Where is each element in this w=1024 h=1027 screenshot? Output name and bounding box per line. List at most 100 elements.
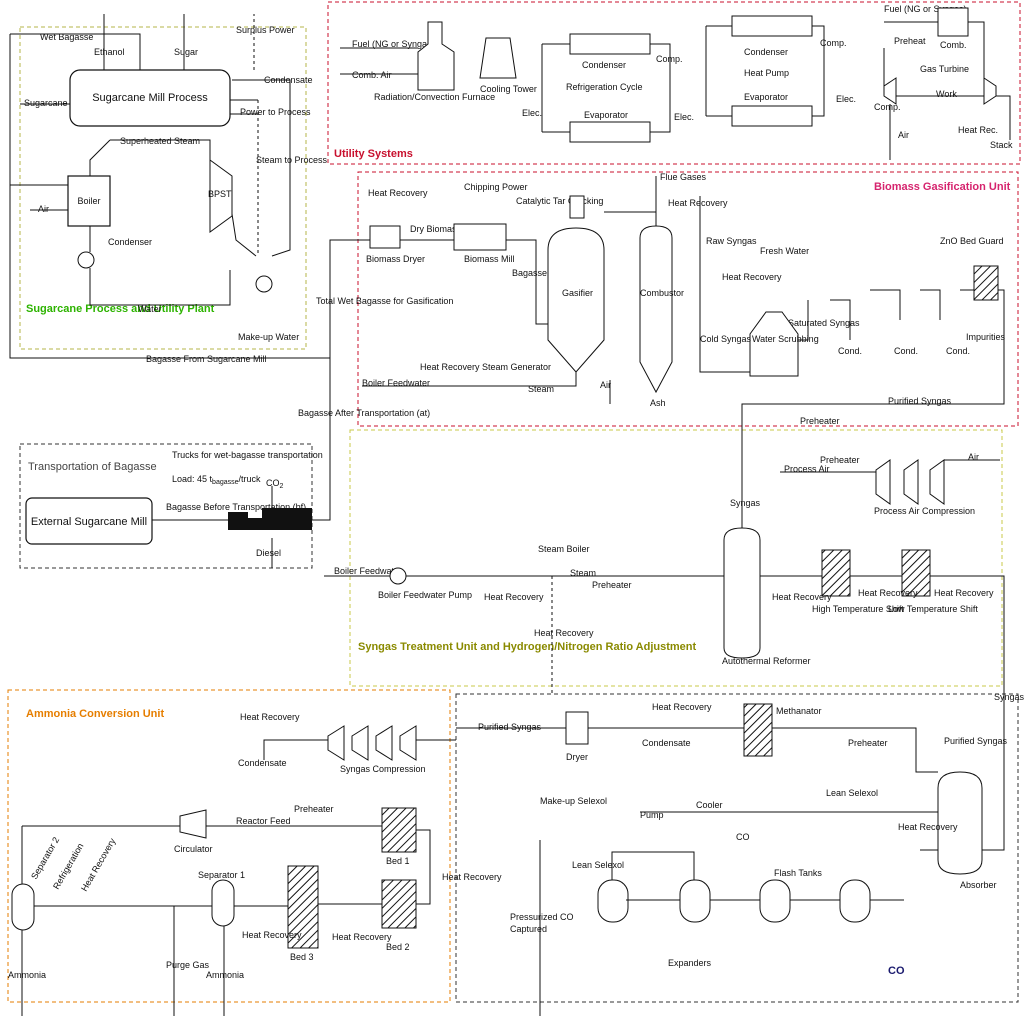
fresh-water-label: Fresh Water: [760, 246, 809, 256]
pump-label: Pump: [640, 810, 664, 820]
cap-syngas-label: Syngas: [994, 692, 1024, 702]
syn-syngas-label: Syngas: [730, 498, 761, 508]
tar-cracking: [569, 195, 585, 219]
combustor: [639, 225, 673, 394]
furnace-label: Radiation/Convection Furnace: [374, 92, 495, 102]
sugar-pump: [77, 251, 95, 269]
bfw-pump: [389, 567, 407, 585]
autothermal-reformer: [723, 527, 761, 659]
hts-reactor: [821, 549, 851, 597]
cold-syngas-label: Cold Syngas: [700, 334, 752, 344]
saturated-label: Saturated Syngas: [788, 318, 860, 328]
boiler-label: Boiler: [77, 196, 100, 206]
steam-label: Steam: [528, 384, 554, 394]
hp-condenser: [731, 15, 813, 37]
bfw-pump-label: Boiler Feedwater Pump: [378, 590, 472, 600]
cap-co2-label: CO: [736, 832, 750, 842]
preheat-label: Preheat: [894, 36, 926, 46]
syn-air-label: Air: [968, 452, 979, 462]
refrig-evaporator: [569, 121, 651, 143]
combustor-label: Combustor: [640, 288, 684, 298]
ammonia-label-2: Ammonia: [8, 970, 46, 980]
cap-heat-recovery2-label: Heat Recovery: [898, 822, 958, 832]
syn-preheater2-label: Preheater: [592, 580, 632, 590]
separator-1: [211, 879, 235, 927]
gasifier: [547, 227, 605, 373]
pressurized-co2-label: Pressurized CO: [510, 912, 574, 922]
biomass-dryer: [369, 225, 401, 249]
gasif-heat-recovery2-label: Heat Recovery: [668, 198, 728, 208]
water-scrubbing-label: Water Scrubbing: [752, 334, 819, 344]
makeup-water-label: Make-up Water: [238, 332, 299, 342]
lean-selexol2-label: Lean Selexol: [572, 860, 624, 870]
syn-heat-recovery4-label: Heat Recovery: [858, 588, 918, 598]
truck-icon: [228, 508, 312, 530]
steam-boiler-label: Steam Boiler: [538, 544, 590, 554]
ammonia-label-1: Ammonia: [206, 970, 244, 980]
gasification-lines: [329, 176, 1005, 460]
comb-label: Comb.: [940, 40, 967, 50]
catalytic-label: Catalytic Tar Cracking: [516, 196, 603, 206]
sugar-power-line: [253, 14, 259, 256]
fuel-label: Fuel (NG or Syngas): [352, 39, 435, 49]
co2-section-frame: [455, 693, 1019, 1003]
utility-title: Utility Systems: [334, 148, 413, 160]
water-label: Water: [138, 304, 162, 314]
bed3-label: Bed 3: [290, 952, 314, 962]
bed2-label: Bed 2: [386, 942, 410, 952]
cond2-label: Cond.: [894, 346, 918, 356]
syngas-comp-1: [327, 725, 345, 761]
cond3-label: Cond.: [946, 346, 970, 356]
bagasse-before-label: Bagasse Before Transportation (bf): [166, 502, 306, 512]
cooling-tower-label: Cooling Tower: [480, 84, 537, 94]
boiler: [67, 175, 111, 227]
gasif-air-label: Air: [600, 380, 611, 390]
utility-lines: [340, 21, 1011, 160]
hp-elec-label: Elec.: [836, 94, 856, 104]
raw-syngas-label: Raw Syngas: [706, 236, 757, 246]
total-wet-label: Total Wet Bagasse for Gasification: [316, 296, 453, 306]
separator1-label: Separator 1: [198, 870, 245, 880]
flash-tank-1: [597, 879, 629, 923]
condenser-label: Condenser: [108, 237, 152, 247]
zno-label: ZnO Bed Guard: [940, 236, 1004, 246]
trucks-label: Trucks for wet-bagasse transportation: [172, 450, 323, 460]
gt-compressor: [883, 77, 897, 105]
work-label: Work: [936, 89, 957, 99]
gasifier-label: Gasifier: [562, 288, 593, 298]
absorber-label: Absorber: [960, 880, 997, 890]
hrsg-label: Heat Recovery Steam Generator: [420, 362, 551, 372]
air-comp-3: [929, 459, 945, 505]
chipping-power-label: Chipping Power: [464, 182, 528, 192]
hp-evaporator: [731, 105, 813, 127]
amm-condensate-label: Condensate: [238, 758, 287, 768]
ammonia-title: Ammonia Conversion Unit: [26, 708, 164, 720]
bagasse-after-label: Bagasse After Transportation (at): [298, 408, 430, 418]
air-comp-1: [875, 459, 891, 505]
amm-heat-recovery2-label: Heat Recovery: [442, 872, 502, 882]
methanator-label: Methanator: [776, 706, 822, 716]
sugarcane-mill-process: [69, 69, 231, 127]
flash-tanks-label: Flash Tanks: [774, 868, 822, 878]
hp-comp-label: Comp.: [820, 38, 847, 48]
refrig-comp-label: Comp.: [656, 54, 683, 64]
refrig-elec2-label: Elec.: [522, 108, 542, 118]
sugar-lines: [9, 14, 330, 359]
syngas-title: Syngas Treatment Unit and Hydrogen/Nitro…: [358, 641, 697, 653]
air-comp-2: [903, 459, 919, 505]
gt-comp-label: Comp.: [874, 102, 901, 112]
amm-heat-recovery3-label: Heat Recovery: [332, 932, 392, 942]
heat-pump-label: Heat Pump: [744, 68, 789, 78]
sugarcane-title: Sugarcane Process and Utility Plant: [26, 303, 215, 315]
syngas-comp-3: [375, 725, 393, 761]
co2-title-text: CO: [888, 965, 905, 977]
syn-heat-recovery2-label: Heat Recovery: [534, 628, 594, 638]
lean-selexol-label: Lean Selexol: [826, 788, 878, 798]
bed1-label: Bed 1: [386, 856, 410, 866]
amm-heat-recovery5-label: Heat Recovery: [79, 836, 118, 893]
external-mill: [25, 497, 153, 545]
circulator: [179, 809, 207, 839]
syngas-comp-4: [399, 725, 417, 761]
boiler-feedwater-label: Boiler Feedwater: [362, 378, 430, 388]
